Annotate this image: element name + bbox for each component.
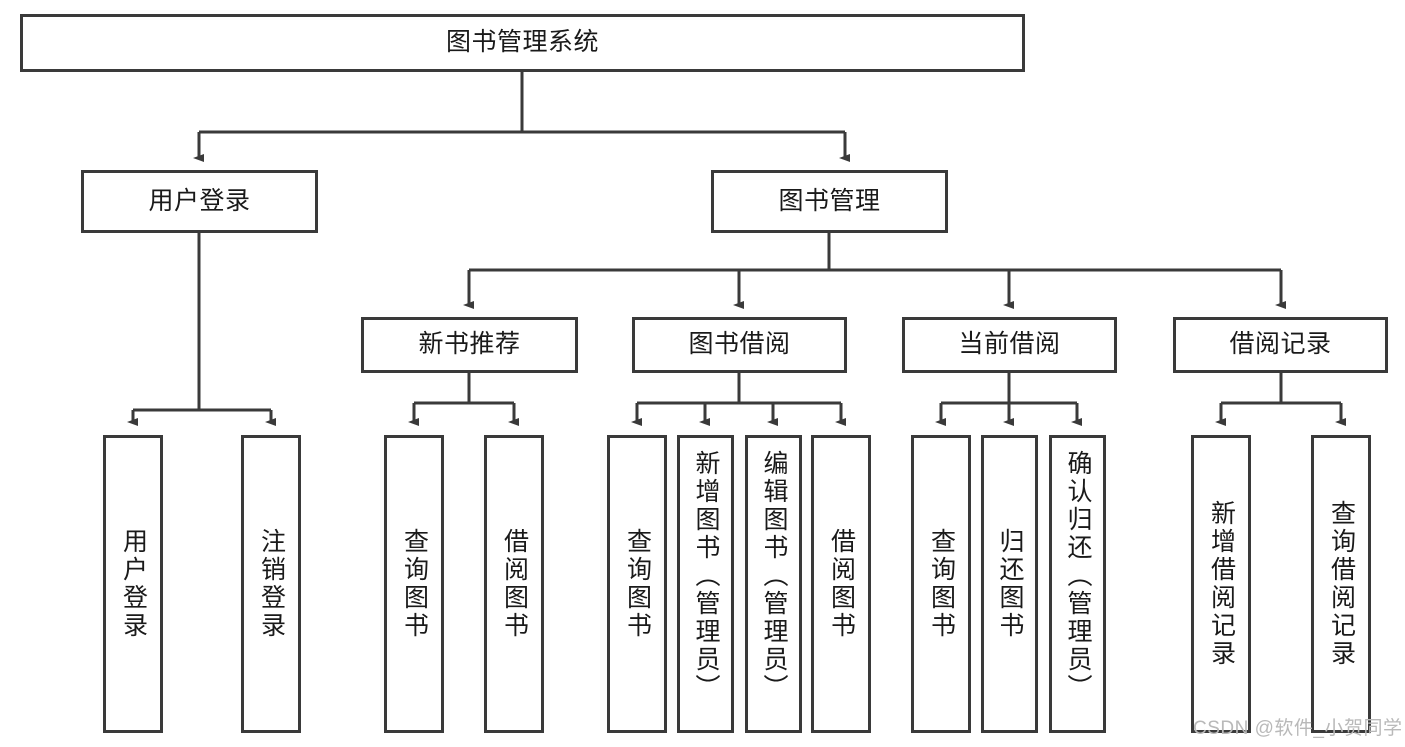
csdn-watermark: CSDN @软件_小贺同学: [1193, 718, 1403, 739]
node-user-login[interactable]: 用户登录: [81, 170, 318, 233]
leaf-borrow-book-recommend[interactable]: 借阅图书: [484, 435, 544, 733]
node-label: 归还图书: [996, 528, 1024, 640]
leaf-query-book-current[interactable]: 查询图书: [911, 435, 971, 733]
node-label: 查询图书: [400, 528, 429, 640]
node-label: 查询图书: [623, 528, 652, 640]
node-book-management[interactable]: 图书管理: [711, 170, 948, 233]
node-label: 查询借阅记录: [1327, 500, 1356, 668]
node-book-borrow[interactable]: 图书借阅: [632, 317, 847, 373]
leaf-edit-book-admin[interactable]: 编辑图书（管理员）: [745, 435, 802, 733]
node-label: 查询图书: [927, 528, 956, 640]
node-label: 借阅图书: [827, 528, 856, 640]
node-new-book-recommend[interactable]: 新书推荐: [361, 317, 578, 373]
leaf-query-borrow-record[interactable]: 查询借阅记录: [1311, 435, 1371, 733]
node-current-borrow[interactable]: 当前借阅: [902, 317, 1117, 373]
node-borrow-records[interactable]: 借阅记录: [1173, 317, 1388, 373]
node-label: 图书管理: [778, 186, 881, 215]
node-label: 新增借阅记录: [1207, 500, 1236, 668]
leaf-logout[interactable]: 注销登录: [241, 435, 301, 733]
leaf-return-book[interactable]: 归还图书: [981, 435, 1038, 733]
node-label: 借阅记录: [1229, 330, 1332, 359]
node-label: 注销登录: [257, 528, 286, 640]
node-label: 借阅图书: [500, 528, 529, 640]
leaf-borrow-book[interactable]: 借阅图书: [811, 435, 871, 733]
node-label: 新增图书（管理员）: [692, 450, 720, 702]
leaf-user-login[interactable]: 用户登录: [103, 435, 163, 733]
node-label: 编辑图书（管理员）: [760, 450, 788, 702]
leaf-query-book-borrow[interactable]: 查询图书: [607, 435, 667, 733]
leaf-confirm-return-admin[interactable]: 确认归还（管理员）: [1049, 435, 1106, 733]
node-label: 图书借阅: [688, 330, 791, 359]
node-root-system[interactable]: 图书管理系统: [20, 14, 1025, 72]
leaf-query-book-recommend[interactable]: 查询图书: [384, 435, 444, 733]
node-label: 当前借阅: [958, 330, 1061, 359]
node-label: 新书推荐: [418, 330, 521, 359]
node-label: 图书管理系统: [445, 28, 599, 57]
node-label: 用户登录: [119, 528, 148, 640]
node-label: 确认归还（管理员）: [1064, 450, 1092, 702]
leaf-add-borrow-record[interactable]: 新增借阅记录: [1191, 435, 1251, 733]
node-label: 用户登录: [148, 186, 251, 215]
leaf-add-book-admin[interactable]: 新增图书（管理员）: [677, 435, 734, 733]
